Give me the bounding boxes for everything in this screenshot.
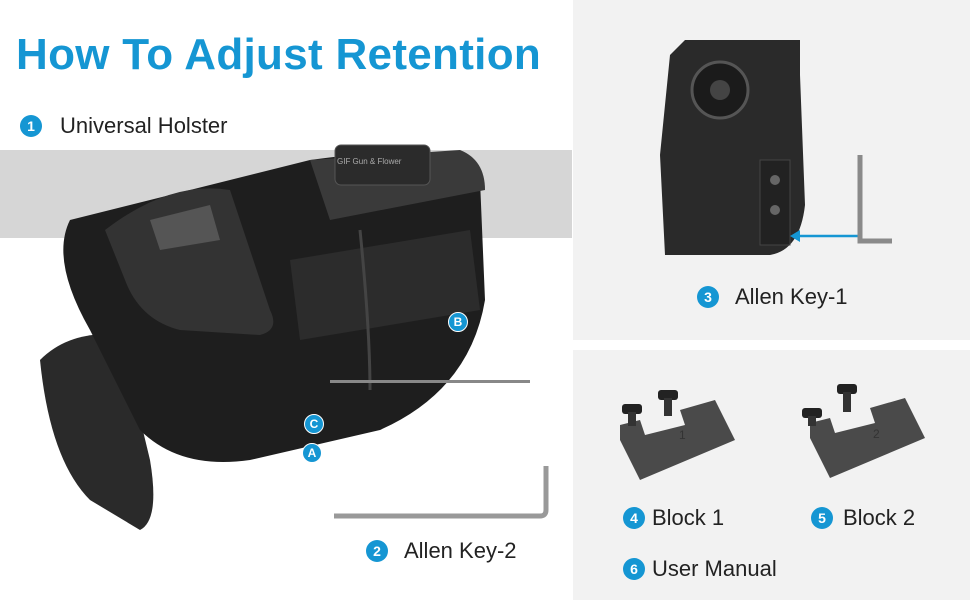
item-allen-key-2: 2 Allen Key-2 <box>366 538 517 564</box>
brand-logo: GIF Gun & Flower <box>337 157 402 166</box>
item-label: Allen Key-1 <box>735 284 848 309</box>
item-user-manual: 6 User Manual <box>623 556 777 582</box>
number-badge: 2 <box>366 540 388 562</box>
marker-a: A <box>302 443 322 463</box>
item-label: User Manual <box>652 556 777 581</box>
number-badge: 1 <box>20 115 42 137</box>
page-title: How To Adjust Retention <box>16 30 542 79</box>
holster-rear-image <box>660 40 805 255</box>
item-label: Allen Key-2 <box>404 538 517 563</box>
marker-c: C <box>304 414 324 434</box>
item-block-1: 4 Block 1 <box>623 505 724 531</box>
block-1-engraving: 1 <box>679 428 686 442</box>
number-badge: 3 <box>697 286 719 308</box>
item-block-2: 5 Block 2 <box>811 505 915 531</box>
allen-key-2-image <box>334 466 549 519</box>
item-allen-key-1: 3 Allen Key-1 <box>697 284 848 310</box>
number-badge: 5 <box>811 507 833 529</box>
allen-key-1-image <box>857 155 892 244</box>
arrow-icon <box>790 230 860 242</box>
number-badge: 6 <box>623 558 645 580</box>
item-label: Block 1 <box>652 505 725 530</box>
block-2-image <box>802 384 925 478</box>
item-label: Block 2 <box>843 505 916 530</box>
number-badge: 4 <box>623 507 645 529</box>
block-1-image <box>620 390 735 480</box>
holster-image <box>40 144 530 530</box>
item-label: Universal Holster <box>60 113 228 138</box>
marker-b: B <box>448 312 468 332</box>
item-universal-holster: 1 Universal Holster <box>20 113 228 139</box>
block-2-engraving: 2 <box>873 427 880 441</box>
